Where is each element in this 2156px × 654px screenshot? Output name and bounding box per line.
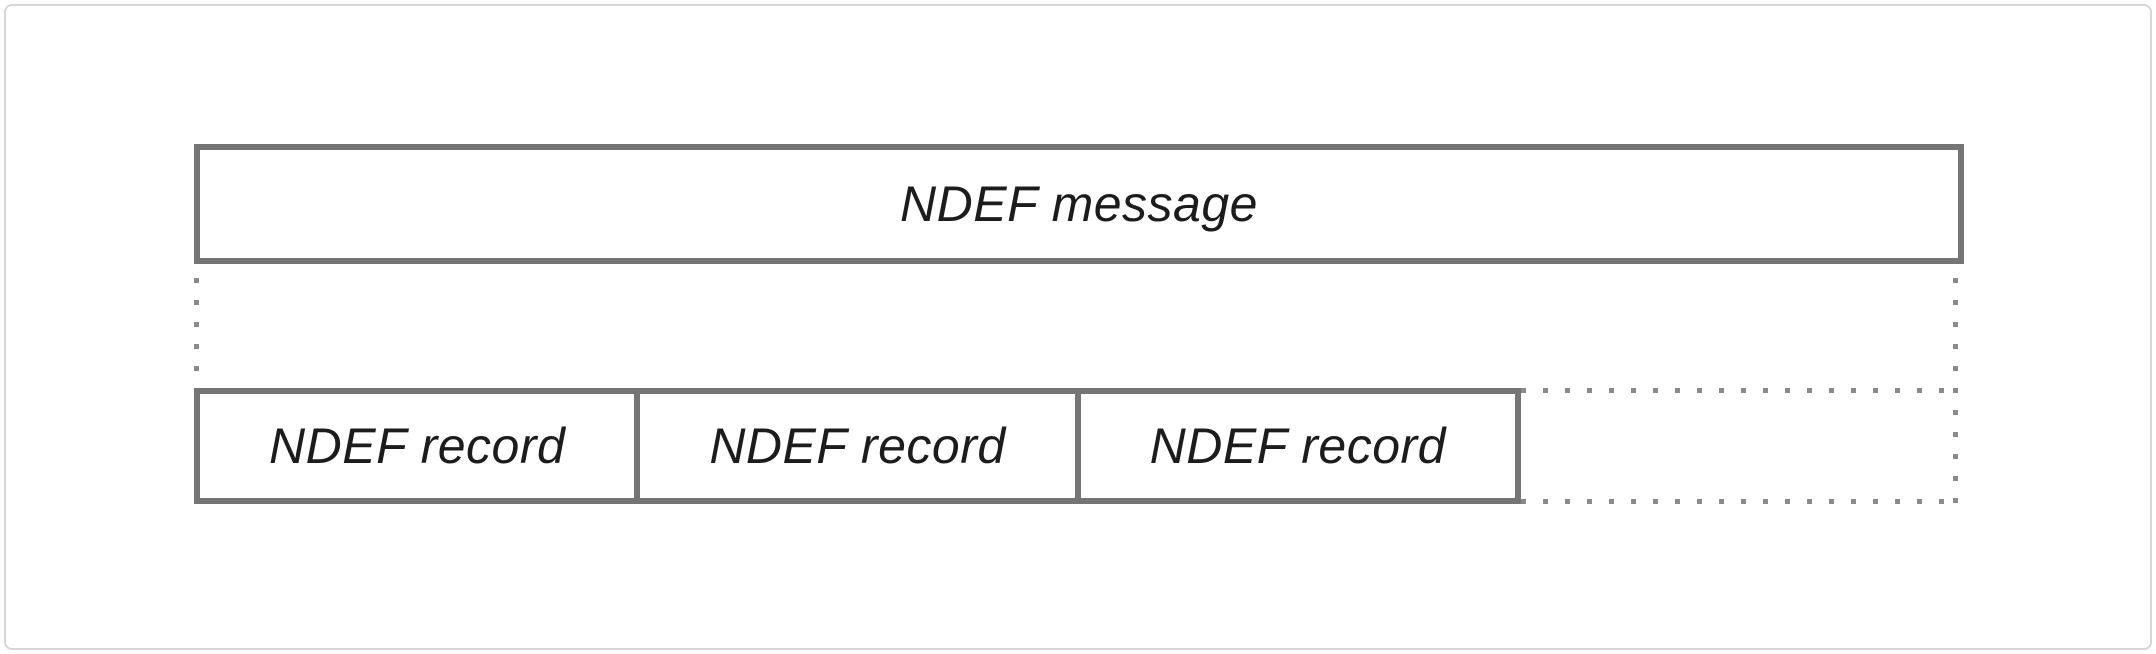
ndef-record-box-2: NDEF record [634, 388, 1081, 504]
page-frame-border [4, 4, 2152, 650]
dotted-extension-top [1521, 388, 1957, 393]
ndef-record-box-3: NDEF record [1074, 388, 1521, 504]
ndef-record-box-1: NDEF record [194, 388, 641, 504]
ndef-message-label: NDEF message [900, 176, 1258, 232]
ndef-record-label-2: NDEF record [709, 418, 1006, 474]
ndef-record-label-1: NDEF record [269, 418, 566, 474]
ndef-message-box: NDEF message [194, 144, 1964, 264]
dotted-connector-left [194, 278, 199, 384]
dotted-extension-bottom [1521, 499, 1957, 504]
ndef-records-row: NDEF record NDEF record NDEF record [194, 388, 1521, 504]
ndef-record-label-3: NDEF record [1149, 418, 1446, 474]
